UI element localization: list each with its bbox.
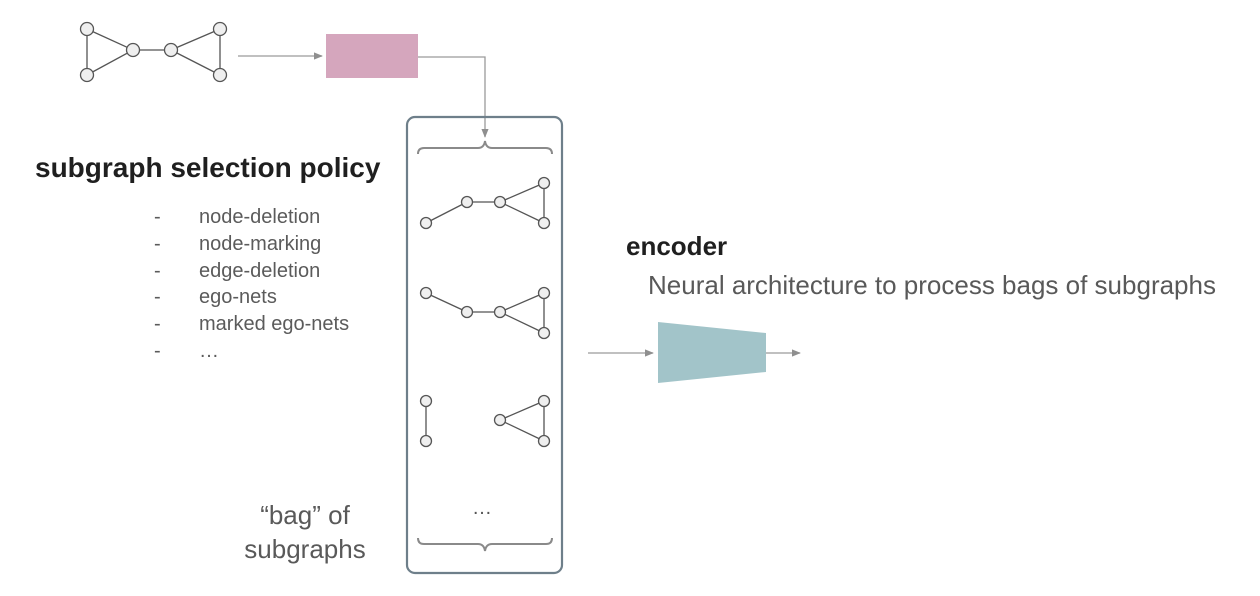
policy-item-label: ego-nets [199, 286, 277, 309]
graph-node [419, 394, 433, 408]
subgraph-1 [419, 176, 551, 230]
policy-item-bullet: - [154, 232, 161, 255]
input-graph [79, 21, 228, 83]
policy-item-bullet: - [154, 206, 161, 228]
encoder-block [658, 322, 766, 383]
graph-node [125, 42, 141, 58]
policy-item-bullet: - [154, 313, 161, 336]
graph-node [493, 305, 507, 319]
policy-item-bullet: - [154, 339, 161, 362]
policy-item: - edge-deletion [154, 258, 349, 285]
policy-item: - ego-nets [154, 284, 349, 311]
graph-node [493, 195, 507, 209]
arrow-policy-to-bag [418, 56, 489, 138]
policy-item: -… [154, 338, 349, 365]
graph-node [537, 326, 551, 340]
policy-item-bullet: - [154, 286, 161, 309]
policy-title: subgraph selection policy [35, 152, 381, 183]
graph-node [163, 42, 179, 58]
policy-list: - node-deletion - node-marking - edge-delet… [154, 204, 349, 365]
graph-node [537, 434, 551, 448]
bag-brace-bottom [417, 537, 553, 552]
graph-node [493, 413, 507, 427]
subgraph-2 [419, 286, 551, 340]
graph-node [537, 286, 551, 300]
policy-item: - marked ego-nets [154, 311, 349, 338]
graph-node [79, 21, 95, 37]
encoder-title: encoder [626, 231, 728, 261]
graph-node [419, 286, 433, 300]
policy-item-label: marked ego-nets [199, 313, 350, 336]
bag-container [405, 115, 564, 575]
policy-item-label: … [199, 339, 219, 362]
graph-node [537, 216, 551, 230]
policy-item-label: node-marking [199, 232, 322, 255]
bag-brace-top [417, 140, 553, 155]
policy-item-label: edge-deletion [199, 259, 321, 282]
policy-item-label: node-deletion [199, 206, 321, 228]
graph-node [212, 21, 228, 37]
graph-node [537, 394, 551, 408]
graph-node [79, 67, 95, 83]
graph-node [419, 216, 433, 230]
graph-node [419, 434, 433, 448]
bag-ellipsis: … [472, 497, 492, 519]
policy-box [326, 34, 418, 78]
policy-item: - node-marking [154, 231, 349, 258]
graph-node [460, 305, 474, 319]
encoder-description: Neural architecture to process bags of s… [648, 270, 1216, 300]
subgraph-3 [419, 394, 551, 448]
policy-item: - node-deletion [154, 204, 349, 231]
graph-node [537, 176, 551, 190]
policy-item-bullet: - [154, 259, 161, 282]
graph-node [460, 195, 474, 209]
bag-label: “bag” of subgraphs [244, 500, 366, 564]
graph-node [212, 67, 228, 83]
